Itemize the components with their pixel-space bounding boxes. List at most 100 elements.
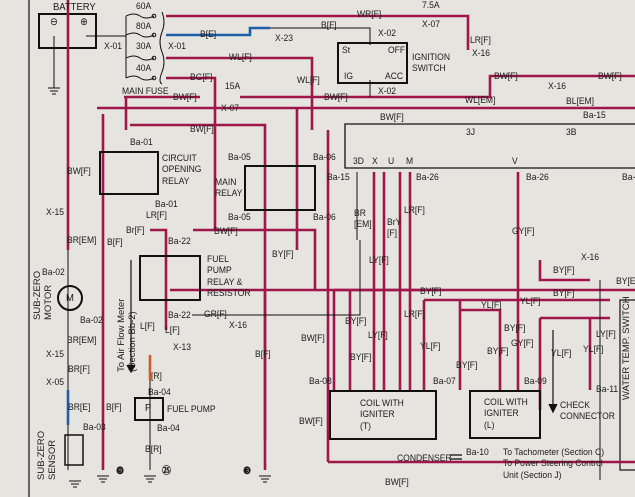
wire-label: BY[F] bbox=[350, 352, 372, 363]
wire-label: BL[EM] bbox=[566, 96, 595, 107]
ecu-pin-u: U bbox=[388, 156, 395, 167]
air-flow-meter-note: To Air Flow Meter (Section Bb-2) bbox=[116, 298, 139, 372]
fuse-80a: 80A bbox=[136, 21, 152, 32]
ecu-outline bbox=[344, 123, 635, 169]
connector-label: X-16 bbox=[548, 81, 567, 92]
wire-label: LY[F] bbox=[368, 330, 388, 341]
wire-label: BY[EM] bbox=[616, 276, 635, 287]
wire-label: GY[F] bbox=[512, 226, 535, 237]
fuse-60a: 60A bbox=[136, 1, 152, 12]
wire-label: BW[F] bbox=[67, 166, 91, 177]
wire-label: L[F] bbox=[140, 321, 155, 332]
wire-label: BY[F] bbox=[504, 323, 526, 334]
main-fuse-block bbox=[125, 11, 165, 85]
ignition-acc-label: ACC bbox=[385, 71, 404, 82]
ground-point-9: ❾ bbox=[116, 466, 125, 477]
ground-point-3: ❸ bbox=[243, 466, 252, 477]
check-connector-label: CHECK CONNECTOR bbox=[560, 400, 615, 423]
coil-igniter-t-label: COIL WITH IGNITER (T) bbox=[360, 398, 404, 432]
ignition-off-label: OFF bbox=[388, 45, 406, 56]
wire-label: BY[F] bbox=[345, 316, 367, 327]
connector-label: X-07 bbox=[221, 103, 240, 114]
battery-negative-icon: ⊖ bbox=[50, 16, 58, 28]
wire-label: LY[F] bbox=[369, 255, 389, 266]
fuel-pump-box bbox=[134, 397, 164, 421]
wire-label: BW[F] bbox=[301, 333, 325, 344]
wire-label: BY[F] bbox=[272, 249, 294, 260]
wire-label: BR[EM] bbox=[67, 335, 97, 346]
connector-label: Ba-06 bbox=[313, 152, 336, 163]
arrow-down-icon bbox=[126, 260, 136, 374]
fuse-30a: 30A bbox=[136, 41, 152, 52]
connector-label: Ba-10 bbox=[466, 447, 489, 458]
condenser-label: CONDENSER bbox=[397, 453, 452, 464]
ignition-ig-label: IG bbox=[344, 71, 354, 82]
connector-label: X-23 bbox=[275, 33, 294, 44]
connector-label: Ba-04 bbox=[157, 423, 180, 434]
condenser-icon bbox=[450, 454, 462, 460]
sub-zero-motor-label: SUB-ZERO MOTOR bbox=[32, 270, 55, 320]
wire-label: BR[EM] bbox=[67, 235, 97, 246]
wire-label: LR[F] bbox=[470, 35, 491, 46]
ground-icon bbox=[258, 475, 272, 483]
coil-igniter-l-label: COIL WITH IGNITER (L) bbox=[484, 397, 528, 431]
wire-label: BY[F] bbox=[456, 360, 478, 371]
wire-label: BrY [F] bbox=[387, 217, 402, 240]
wire-label: BW[F] bbox=[385, 477, 409, 488]
fuse-label: 7.5A bbox=[422, 0, 440, 11]
wire-label: BW[F] bbox=[380, 112, 404, 123]
fuel-pump-relay-box bbox=[139, 255, 201, 301]
connector-label: Ba-08 bbox=[309, 376, 332, 387]
ground-point-25: ㉕ bbox=[162, 466, 171, 477]
wire-label: BY[F] bbox=[420, 286, 442, 297]
wire-label: WL[F] bbox=[229, 52, 252, 63]
wire-label: BR [EM] bbox=[354, 208, 372, 231]
connector-label: X-01 bbox=[168, 41, 187, 52]
water-temp-switch-label: WATER TEMP. SWITCH bbox=[621, 296, 632, 400]
wire-label: [R] bbox=[151, 371, 162, 382]
wire-label: WR[F] bbox=[357, 9, 382, 20]
wire-label: LR[F] bbox=[404, 309, 425, 320]
ground-icon bbox=[96, 475, 110, 483]
fuse-label: 15A bbox=[225, 81, 241, 92]
connector-label: Ba-07 bbox=[433, 376, 456, 387]
main-fuse-label: MAIN FUSE bbox=[122, 86, 169, 97]
connector-label: X-02 bbox=[378, 28, 397, 39]
blue-wires bbox=[66, 26, 270, 425]
connector-label: X-13 bbox=[173, 342, 192, 353]
connector-label: Ba-05 bbox=[228, 152, 251, 163]
wire-label: BG[F] bbox=[190, 72, 213, 83]
ground-icon bbox=[143, 475, 157, 483]
connector-label: Ba-2 bbox=[622, 172, 635, 183]
sub-zero-sensor-label: SUB-ZERO SENSOR bbox=[36, 430, 59, 480]
wire-label: BW[F] bbox=[173, 92, 197, 103]
wire-label: BY[F] bbox=[553, 265, 575, 276]
connector-label: X-07 bbox=[422, 19, 441, 30]
connector-label: Ba-01 bbox=[130, 137, 153, 148]
coil-igniter-l-box bbox=[469, 390, 541, 439]
ignition-switch-label: IGNITION SWITCH bbox=[412, 52, 451, 75]
wire-label: YL[F] bbox=[520, 296, 541, 307]
connector-label: X-05 bbox=[46, 377, 65, 388]
wire-label: LY[F] bbox=[596, 329, 616, 340]
fuel-pump-label: FUEL PUMP bbox=[167, 404, 216, 415]
circuit-opening-relay-label: CIRCUIT OPENING RELAY bbox=[162, 153, 202, 187]
wire-label: WL[F] bbox=[297, 75, 320, 86]
main-relay-label: MAIN RELAY bbox=[215, 177, 243, 200]
ground-icon bbox=[47, 87, 61, 95]
connector-label: Ba-22 bbox=[168, 236, 191, 247]
connector-label: Ba-06 bbox=[313, 212, 336, 223]
connector-label: X-15 bbox=[46, 207, 65, 218]
tachometer-note: To Tachometer (Section C) To Power Steer… bbox=[503, 447, 605, 481]
wire-label: BR[F] bbox=[68, 364, 90, 375]
ecu-pin-v: V bbox=[512, 156, 518, 167]
wire-label: BW[F] bbox=[598, 71, 622, 82]
wire-label: YL[F] bbox=[481, 300, 502, 311]
arrow-down-icon bbox=[548, 330, 558, 414]
wire-label: BW[F] bbox=[190, 124, 214, 135]
coil-igniter-t-box bbox=[329, 390, 437, 440]
main-relay-box bbox=[244, 165, 316, 211]
fuse-40a: 40A bbox=[136, 63, 152, 74]
connector-label: X-01 bbox=[104, 41, 123, 52]
